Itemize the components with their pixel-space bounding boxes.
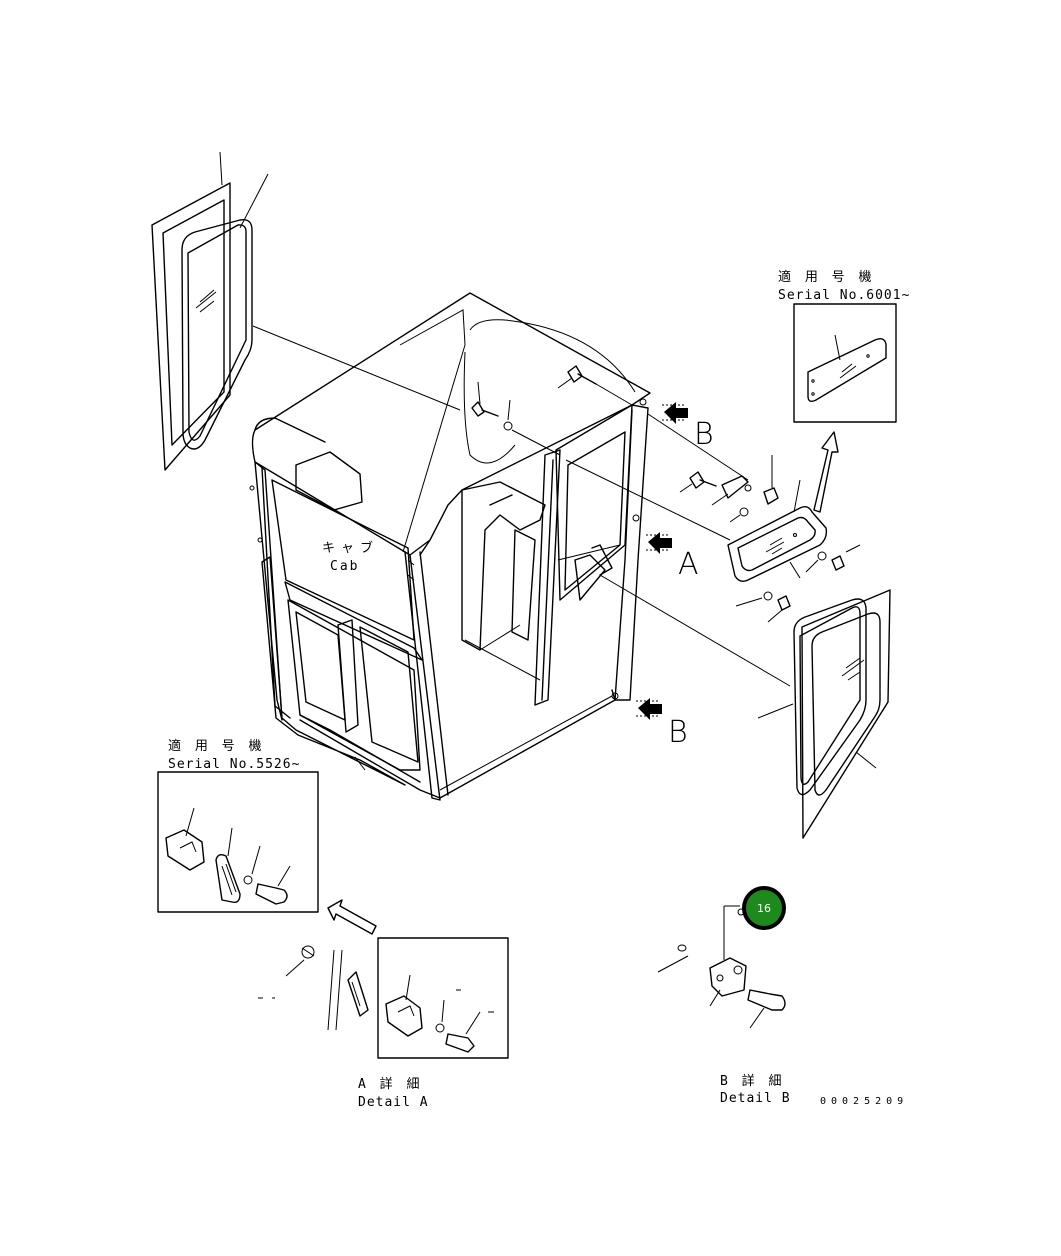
serial-left-jp: 適 用 号 機 (168, 738, 264, 754)
right-fastener-parts (565, 413, 861, 687)
callout-badge (746, 890, 782, 926)
right-small-window (727, 431, 839, 583)
drawing-code: 00025209 (820, 1096, 908, 1107)
detail-a-text: Detail A (358, 1095, 429, 1110)
detail-b-jp: B 詳 細 (720, 1073, 784, 1089)
arrow-b-top-label: B (694, 417, 714, 452)
cab-body (249, 292, 651, 801)
detail-a: A 詳 細 Detail A (258, 937, 509, 1110)
serial-inset-top: 適 用 号 機 Serial No.6001~ (778, 269, 910, 423)
arrow-b-bottom: B (611, 692, 688, 750)
cab-label: Cab (330, 559, 359, 574)
cab-label-jp: キャブ (322, 540, 379, 556)
roof-bolts (471, 365, 633, 456)
callout-number: 16 (757, 902, 771, 915)
arrow-a-label: A (678, 547, 699, 582)
arrow-b-bottom-label: B (668, 715, 688, 750)
serial-top-jp: 適 用 号 機 (778, 269, 874, 285)
serial-left-text: Serial No.5526~ (168, 757, 300, 772)
serial-top-text: Serial No.6001~ (778, 288, 910, 303)
detail-b: B 詳 細 Detail B (657, 905, 791, 1106)
serial-inset-left: 適 用 号 機 Serial No.5526~ (157, 738, 377, 935)
arrow-a: A (632, 514, 699, 582)
arrow-b-top: B (639, 398, 714, 452)
left-window-assembly (151, 151, 461, 471)
detail-b-text: Detail B (720, 1091, 791, 1106)
detail-a-jp: A 詳 細 (358, 1076, 422, 1092)
right-door-window (757, 589, 891, 839)
part-callout-16[interactable]: 16 (742, 886, 786, 930)
